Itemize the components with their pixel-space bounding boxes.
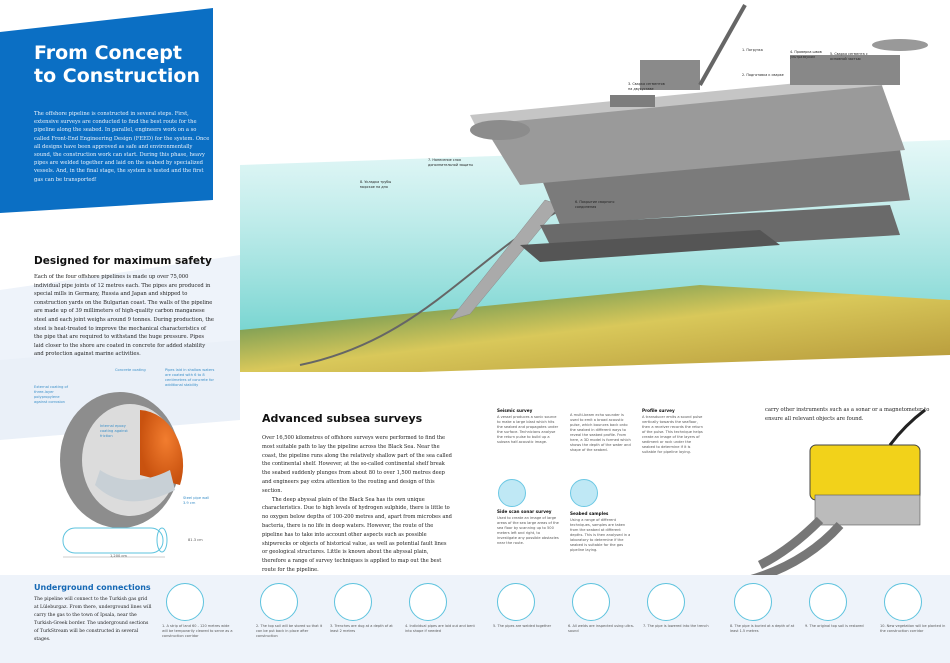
sonar-icon [498, 479, 526, 507]
land-clearing-icon [166, 583, 204, 621]
vessel-label: 5. Сварка сегмента с основной частью [830, 52, 868, 61]
label-concrete: Concrete coating [115, 368, 146, 372]
technique-multibeam: A multi-beam echo sounder is used to emi… [570, 413, 631, 452]
step-9: 9. The original top soil is restored [805, 583, 877, 629]
pipe-outline [62, 527, 164, 554]
rov-illustration [729, 408, 926, 590]
pipe-section-illustration [60, 392, 184, 528]
vessel-label: 3. Сварка сегментов на двусуставе [628, 82, 665, 91]
label-length: 1,200 cm [110, 554, 127, 558]
step-10: 10. New vegetation will be planted in th… [880, 583, 950, 634]
technique-side-scan: Side scan sonar survey Used to create an… [497, 509, 559, 545]
vessel-label: 4. Проверка швов ультразвуком [790, 50, 822, 59]
buried-pipe-icon [734, 583, 772, 621]
vessel-label: 6. Покрытие сварного соединения [575, 200, 615, 209]
technique-profile: Profile survey A transducer emits a soun… [642, 408, 703, 454]
excavator-icon [334, 583, 372, 621]
seabed [240, 285, 950, 372]
topsoil-icon [260, 583, 298, 621]
safety-text: Each of the four offshore pipelines is m… [34, 274, 214, 358]
inspection-icon [572, 583, 610, 621]
step-7: 7. The pipe is lowered into the trench [643, 583, 715, 629]
bulldozer-icon [809, 583, 847, 621]
vessel-label: 7. Нанесение слоя дополнительной защиты [428, 158, 474, 167]
technique-seabed-samples: Seabed samples Using a range of differen… [570, 511, 631, 552]
intro-text: The offshore pipeline is constructed in … [34, 111, 210, 183]
step-5: 5. The pipes are welded together [493, 583, 565, 629]
underground-text: The pipeline will connect to the Turkish… [34, 597, 152, 642]
trench-icon [409, 583, 447, 621]
vegetation-icon [884, 583, 922, 621]
underground-heading: Underground connections [34, 583, 151, 592]
vessel-label: 1. Погрузка [742, 48, 763, 52]
technique-seismic: Seismic survey A vessel produces a sonic… [497, 408, 559, 444]
hero-panel [0, 8, 213, 213]
label-internal: Internal epoxy coating against friction [100, 424, 128, 438]
surveys-heading: Advanced subsea surveys [262, 412, 423, 425]
label-wall: Steel pipe wall 3.9 cm [183, 496, 210, 505]
pipelay-vessel [470, 4, 928, 262]
vessel-label: 8. Укладка трубы морское на дно [360, 180, 392, 189]
step-6: 6. All welds are inspected using ultra-s… [568, 583, 640, 634]
surveys-text: Over 16,500 kilometres of offshore surve… [262, 435, 452, 573]
seabed-sample-icon [570, 479, 598, 507]
label-diameter: 81.3 cm [188, 538, 203, 542]
label-external: External coating of three-layer polyprop… [34, 385, 69, 404]
step-3: 3. Trenches are dug at a depth of at lea… [330, 583, 402, 634]
safety-heading: Designed for maximum safety [34, 255, 212, 267]
step-8: 8. The pipe is buried at a depth of at l… [730, 583, 802, 634]
rov-text: carry other instruments such as a sonar … [765, 407, 930, 422]
label-shallow: Pipes laid in shallow waters are coated … [165, 368, 215, 387]
page-title: From Concept to Construction [34, 42, 200, 87]
welding-icon [497, 583, 535, 621]
step-2: 2. The top soil will be stored so that i… [256, 583, 328, 639]
crane-icon [647, 583, 685, 621]
underground-section [0, 575, 950, 663]
vessel-label: 2. Подготовка к сварке [742, 73, 784, 77]
step-4: 4. Individual pipes are laid out and ben… [405, 583, 477, 634]
step-1: 1. A strip of land 60 - 120 metres wide … [162, 583, 234, 639]
